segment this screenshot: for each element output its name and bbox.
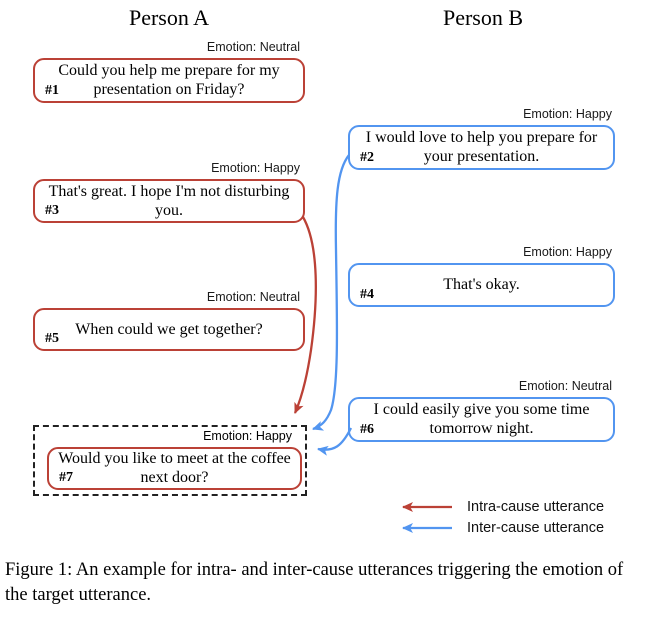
utterance-text-5: When could we get together? — [75, 320, 263, 338]
utterance-bubble-3: #3 That's great. I hope I'm not disturbi… — [33, 179, 305, 223]
utterance-bubble-4: #4 That's okay. — [348, 263, 615, 307]
utterance-bubble-7: #7 Would you like to meet at the coffee … — [47, 447, 302, 490]
emotion-label-7: Emotion: Happy — [203, 429, 292, 443]
emotion-label-2: Emotion: Happy — [523, 107, 612, 121]
utterance-number-7: #7 — [59, 470, 73, 485]
utterance-text-7: Would you like to meet at the coffee nex… — [58, 450, 291, 486]
inter-cause-arrow-6-to-7 — [317, 427, 353, 456]
target-utterance-container: Emotion: Happy #7 Would you like to meet… — [33, 425, 307, 496]
utterance-text-2: I would love to help you prepare for you… — [365, 129, 598, 165]
legend-intra-label: Intra-cause utterance — [467, 499, 605, 515]
utterance-text-1: Could you help me prepare for my present… — [58, 62, 280, 98]
utterance-bubble-2: #2 I would love to help you prepare for … — [348, 125, 615, 170]
utterance-bubble-1: #1 Could you help me prepare for my pres… — [33, 58, 305, 103]
person-a-title: Person A — [128, 5, 210, 30]
utterance-number-2: #2 — [360, 150, 374, 165]
emotion-label-3: Emotion: Happy — [211, 161, 300, 175]
emotion-label-5: Emotion: Neutral — [206, 290, 300, 304]
utterance-number-5: #5 — [45, 331, 59, 346]
utterance-number-4: #4 — [360, 287, 374, 302]
utterance-bubble-6: #6 I could easily give you some time tom… — [348, 397, 615, 442]
utterance-number-1: #1 — [45, 83, 59, 98]
utterance-number-6: #6 — [360, 422, 374, 437]
utterance-text-3: That's great. I hope I'm not disturbing … — [48, 182, 290, 219]
utterance-text-6: I could easily give you some time tomorr… — [373, 401, 590, 437]
emotion-label-1: Emotion: Neutral — [206, 40, 300, 54]
emotion-label-6: Emotion: Neutral — [518, 379, 612, 393]
utterance-bubble-5: #5 When could we get together? — [33, 308, 305, 351]
inter-cause-arrow-2-to-7 — [312, 154, 350, 431]
emotion-label-4: Emotion: Happy — [523, 245, 612, 259]
utterance-number-3: #3 — [45, 203, 59, 218]
figure-caption: Figure 1: An example for intra- and inte… — [5, 560, 624, 605]
person-b-title: Person B — [442, 5, 524, 30]
utterance-text-4: That's okay. — [443, 276, 520, 293]
legend-inter-label: Inter-cause utterance — [467, 520, 605, 536]
